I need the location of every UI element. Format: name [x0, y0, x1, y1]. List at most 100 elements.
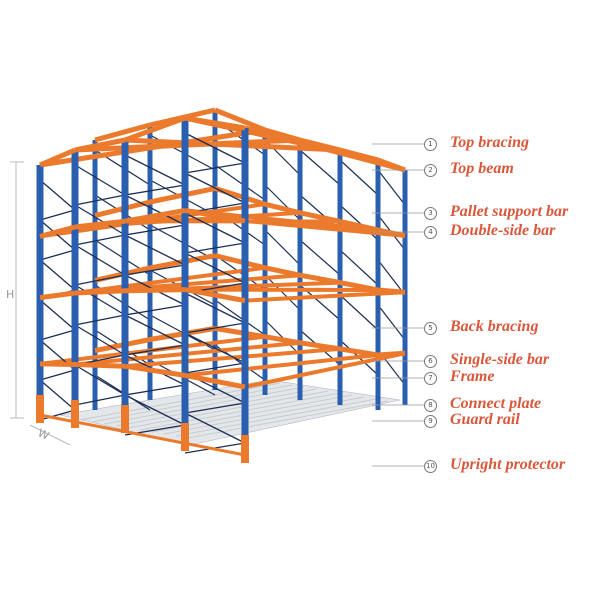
single-side-bar	[184, 372, 246, 390]
single-side-bar	[124, 363, 186, 378]
part-label-9: Guard rail	[450, 411, 520, 428]
frame-bracing	[184, 412, 246, 444]
frame-bracing	[39, 299, 76, 331]
double-side-bar	[214, 253, 266, 271]
frame-bracing	[74, 364, 126, 396]
part-number-1: 1	[424, 138, 437, 151]
double-side-bar	[214, 325, 266, 340]
part-number-6: 6	[424, 355, 437, 368]
frame-bracing	[39, 249, 76, 261]
back-bracing	[214, 164, 266, 201]
pallet-slat	[139, 392, 341, 431]
part-number-9: 9	[424, 415, 437, 428]
frame-bracing	[124, 194, 186, 226]
back-bracing	[264, 274, 301, 311]
frame-bracing	[74, 234, 126, 246]
frame-bracing	[124, 304, 186, 316]
back-bracing	[299, 239, 341, 276]
frame-bracing	[184, 242, 246, 254]
single-side-bar	[124, 207, 186, 224]
frame-bracing	[184, 402, 246, 414]
frame-bracing	[184, 322, 246, 334]
frame-bracing	[184, 362, 246, 374]
frame-bracing	[74, 204, 126, 236]
frame-bracing	[184, 162, 246, 174]
top-beam	[124, 115, 186, 143]
back-bracing	[299, 149, 341, 186]
part-label-10: Upright protector	[450, 456, 566, 473]
guard-rail	[39, 413, 246, 457]
single-side-bar	[39, 224, 76, 239]
frame-bracing	[39, 179, 76, 211]
single-side-bar	[39, 290, 76, 301]
frame-bracing	[184, 212, 246, 244]
frame-bracing	[184, 172, 246, 204]
frame-bracing	[184, 292, 246, 324]
pallet-support-bar	[244, 290, 406, 303]
single-side-bar	[74, 288, 126, 296]
frame-bracing	[39, 209, 76, 221]
single-side-bar	[184, 287, 246, 304]
frame-bracing	[39, 409, 76, 421]
part-number-2: 2	[424, 164, 437, 177]
frame-bracing	[124, 264, 186, 276]
part-number-8: 8	[424, 399, 437, 412]
top-beam	[94, 122, 151, 143]
single-side-bar	[74, 362, 126, 369]
single-side-bar	[39, 361, 76, 367]
frame-bracing	[74, 394, 126, 406]
frame-bracing	[74, 244, 126, 276]
frame-bracing	[39, 379, 76, 411]
pallet-support-bar	[244, 218, 406, 238]
frame-bracing	[124, 234, 186, 266]
top-bracing	[244, 125, 406, 173]
frame-bracing	[74, 274, 126, 286]
part-label-7: Frame	[450, 368, 495, 385]
double-side-bar	[214, 186, 266, 207]
pallet-slat	[175, 398, 377, 437]
top-beam	[39, 147, 76, 168]
frame-bracing	[74, 324, 126, 356]
frame-bracing	[124, 184, 186, 196]
top-beam	[74, 137, 126, 153]
frame-bracing	[184, 132, 246, 164]
back-bracing	[339, 249, 379, 286]
single-side-bar	[124, 287, 186, 294]
frame-bracing	[124, 344, 186, 356]
frame-bracing	[124, 224, 186, 236]
part-label-1: Top bracing	[450, 134, 529, 151]
back-bracing	[339, 294, 379, 331]
part-label-2: Top beam	[450, 160, 514, 177]
back-bracing	[377, 259, 406, 296]
part-number-3: 3	[424, 207, 437, 220]
top-beam	[184, 115, 246, 131]
pallet-support-bar	[244, 351, 406, 389]
back-bracing	[377, 169, 406, 206]
frame-bracing	[184, 252, 246, 284]
back-bracing	[264, 229, 301, 266]
back-bracing	[377, 304, 406, 341]
width-dimension-line	[29, 424, 71, 446]
frame-bracing	[74, 164, 126, 196]
part-number-5: 5	[424, 322, 437, 335]
frame-bracing	[39, 369, 76, 381]
pallet-support-bar	[124, 346, 341, 369]
frame-bracing	[184, 332, 246, 364]
single-side-bar	[74, 218, 126, 230]
frame-bracing	[74, 284, 126, 316]
part-label-5: Back bracing	[450, 318, 539, 335]
part-number-4: 4	[424, 226, 437, 239]
single-side-bar	[184, 207, 246, 224]
pallet-slat	[103, 386, 305, 425]
height-dimension-label: H	[6, 288, 15, 301]
part-label-4: Double-side bar	[450, 222, 556, 239]
pallet-support-bar	[184, 353, 379, 378]
frame-bracing	[74, 194, 126, 206]
frame-bracing	[124, 384, 186, 396]
top-beam	[214, 107, 266, 133]
frame-bracing	[124, 314, 186, 346]
pallet-slat	[163, 396, 365, 435]
frame-bracing	[39, 259, 76, 291]
